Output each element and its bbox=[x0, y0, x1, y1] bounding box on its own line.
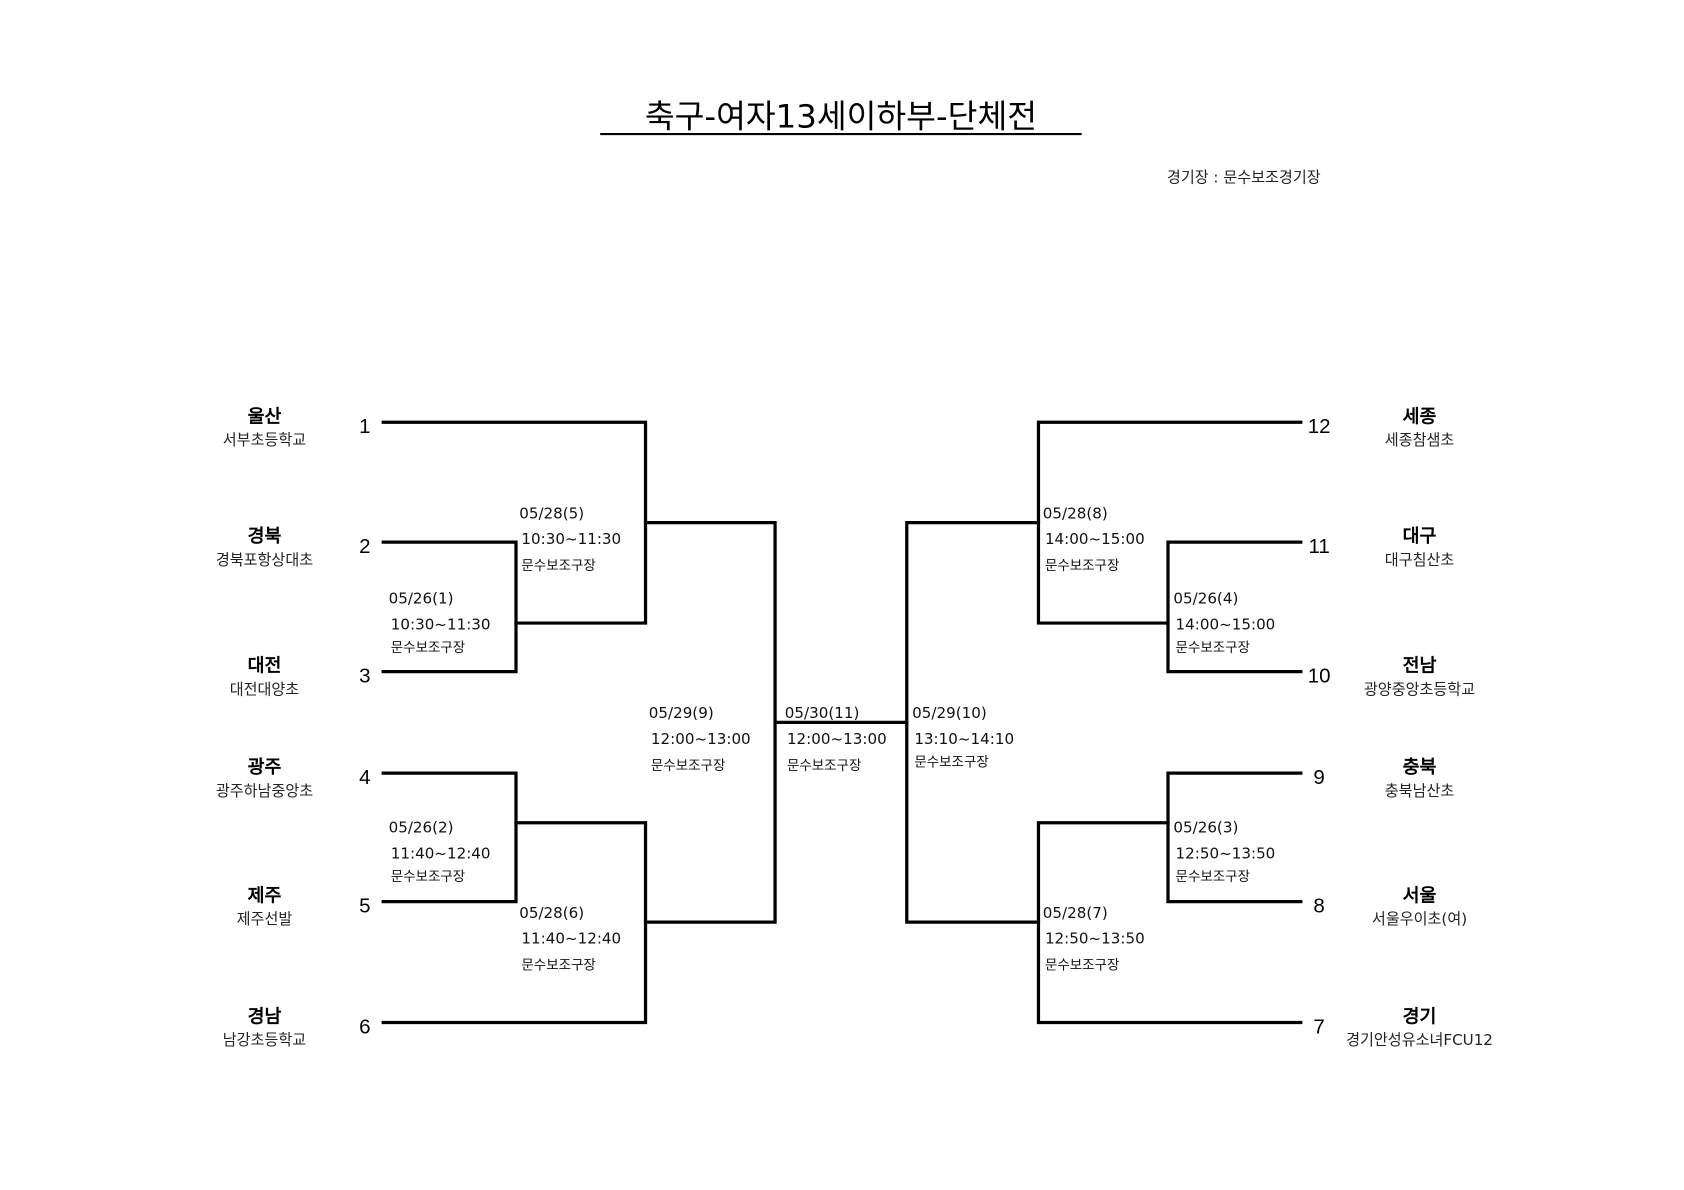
match-date: 05/26(2) bbox=[389, 818, 454, 836]
seed-number: 5 bbox=[359, 894, 370, 917]
team-school: 대전대양초 bbox=[230, 680, 300, 698]
match-date: 05/30(11) bbox=[785, 704, 860, 722]
team-region: 서울 bbox=[1403, 886, 1437, 907]
team-region: 경남 bbox=[248, 1006, 282, 1027]
team-region: 대전 bbox=[248, 656, 282, 677]
match-date: 05/28(7) bbox=[1043, 904, 1108, 922]
match-date: 05/26(4) bbox=[1173, 590, 1238, 608]
team-region: 울산 bbox=[248, 406, 282, 427]
match-time: 12:00~13:00 bbox=[651, 730, 751, 748]
match-place: 문수보조구장 bbox=[391, 869, 465, 885]
team-school: 세종참샘초 bbox=[1385, 431, 1455, 449]
bracket-lines bbox=[381, 420, 1303, 1025]
seed-number: 7 bbox=[1313, 1015, 1324, 1038]
team-school: 대구침산초 bbox=[1385, 551, 1455, 569]
seed-number: 3 bbox=[359, 664, 370, 687]
match-date: 05/26(3) bbox=[1173, 818, 1238, 836]
match-place: 문수보조구장 bbox=[521, 958, 595, 974]
match-time: 11:40~12:40 bbox=[521, 930, 621, 948]
team-region: 경기 bbox=[1403, 1006, 1437, 1027]
team-region: 세종 bbox=[1403, 406, 1437, 427]
match-date: 05/29(9) bbox=[649, 704, 714, 722]
match-time: 12:50~13:50 bbox=[1045, 930, 1145, 948]
seed-number: 9 bbox=[1313, 766, 1324, 789]
match-date: 05/29(10) bbox=[912, 704, 987, 722]
team-school: 서울우이초(여) bbox=[1372, 910, 1467, 928]
match-date: 05/28(8) bbox=[1043, 504, 1108, 522]
team-school: 광양중앙초등학교 bbox=[1364, 680, 1475, 698]
team-region: 충북 bbox=[1403, 757, 1437, 778]
match-place: 문수보조구장 bbox=[391, 640, 465, 656]
seed-number: 12 bbox=[1308, 415, 1331, 438]
match-place: 문수보조구장 bbox=[1176, 640, 1250, 656]
team-school: 제주선발 bbox=[237, 910, 293, 928]
seed-number: 1 bbox=[359, 415, 370, 438]
match-time: 13:10~14:10 bbox=[914, 730, 1014, 748]
match-date: 05/26(1) bbox=[389, 590, 454, 608]
match-time: 12:50~13:50 bbox=[1176, 844, 1276, 862]
match-date: 05/28(5) bbox=[519, 504, 584, 522]
match-time: 14:00~15:00 bbox=[1176, 616, 1276, 634]
match-time: 11:40~12:40 bbox=[391, 844, 491, 862]
seed-number: 4 bbox=[359, 766, 370, 789]
match-time: 12:00~13:00 bbox=[787, 730, 887, 748]
seed-number: 6 bbox=[359, 1015, 370, 1038]
team-school: 남강초등학교 bbox=[223, 1031, 307, 1049]
match-place: 문수보조구장 bbox=[1045, 958, 1119, 974]
seed-number: 11 bbox=[1308, 535, 1329, 558]
team-region: 대구 bbox=[1403, 526, 1437, 547]
team-region: 경북 bbox=[248, 526, 282, 547]
seed-number: 10 bbox=[1308, 664, 1331, 687]
seed-number: 8 bbox=[1313, 894, 1324, 917]
match-place: 문수보조구장 bbox=[521, 558, 595, 574]
venue-label: 경기장 : 문수보조경기장 bbox=[1167, 169, 1321, 187]
team-region: 전남 bbox=[1403, 656, 1437, 677]
match-time: 14:00~15:00 bbox=[1045, 530, 1145, 548]
page-title: 축구-여자13세이하부-단체전 bbox=[645, 98, 1037, 136]
match-place: 문수보조구장 bbox=[1176, 869, 1250, 885]
match-time: 10:30~11:30 bbox=[391, 616, 491, 634]
match-time: 10:30~11:30 bbox=[521, 530, 621, 548]
match-date: 05/28(6) bbox=[519, 904, 584, 922]
team-school: 충북남산초 bbox=[1385, 782, 1455, 800]
team-region: 광주 bbox=[248, 757, 282, 778]
team-school: 경북포항상대초 bbox=[216, 551, 313, 569]
match-place: 문수보조구장 bbox=[914, 755, 988, 771]
match-place: 문수보조구장 bbox=[651, 758, 725, 774]
match-place: 문수보조구장 bbox=[1045, 558, 1119, 574]
team-school: 서부초등학교 bbox=[223, 431, 307, 449]
team-school: 경기안성유소녀FCU12 bbox=[1346, 1031, 1493, 1049]
match-place: 문수보조구장 bbox=[787, 758, 861, 774]
seed-number: 2 bbox=[359, 535, 370, 558]
team-region: 제주 bbox=[248, 886, 282, 907]
team-school: 광주하남중앙초 bbox=[216, 782, 313, 800]
